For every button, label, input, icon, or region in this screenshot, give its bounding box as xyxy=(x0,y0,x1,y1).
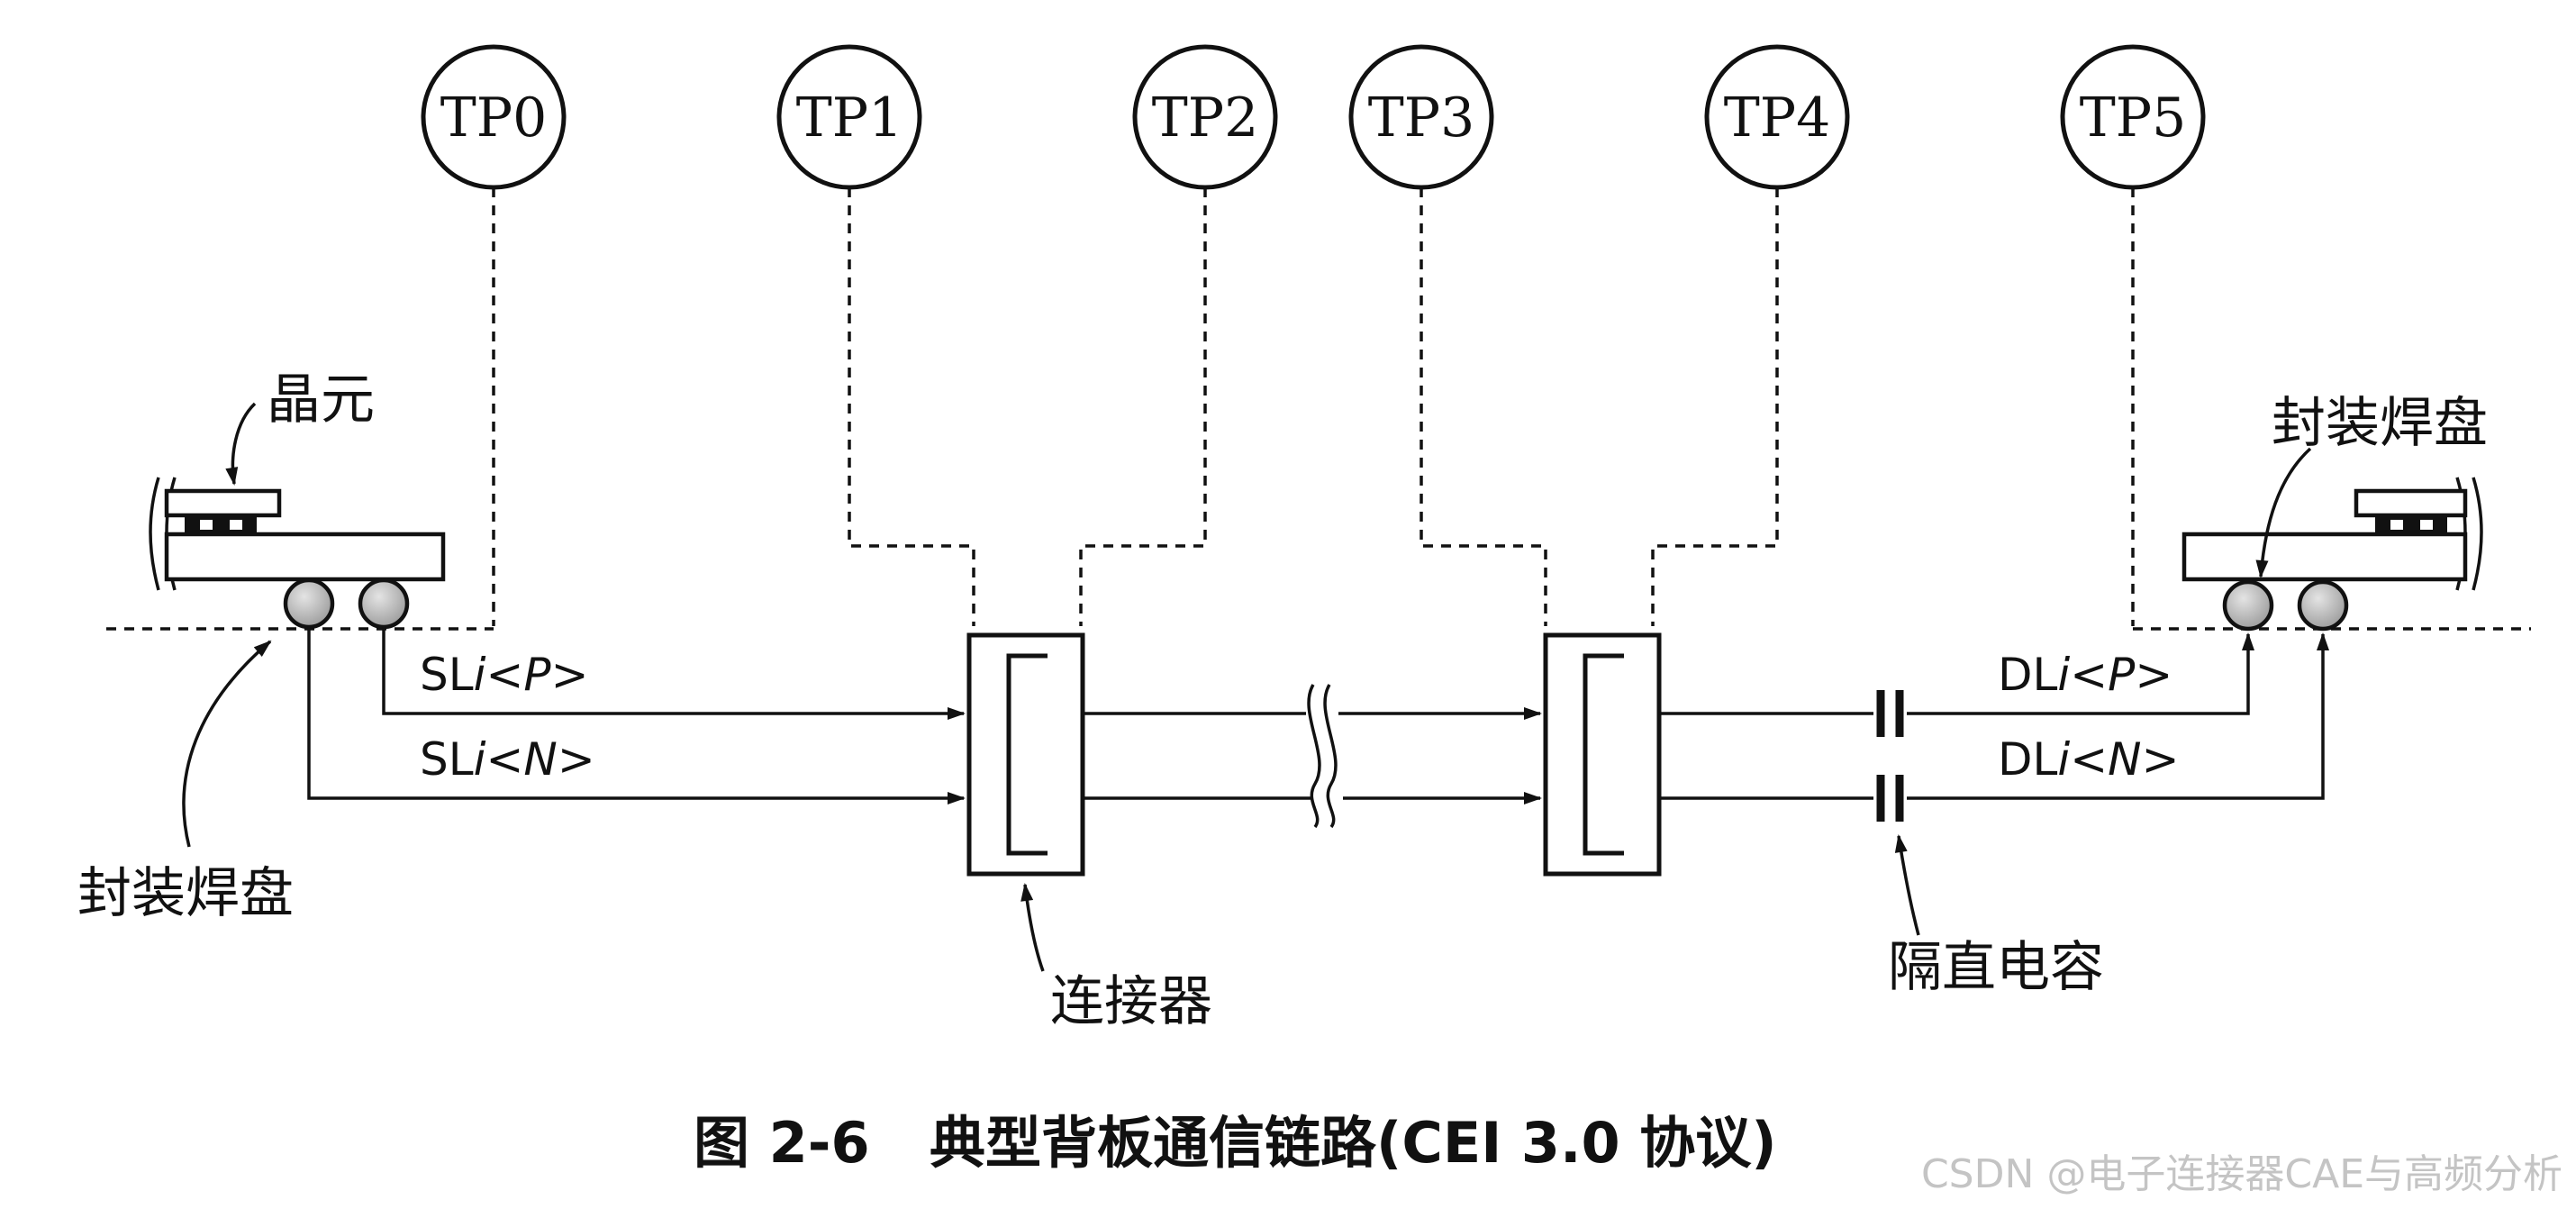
left-package-substrate xyxy=(164,532,446,582)
chip-leader xyxy=(225,402,257,486)
right-solder-ball-n xyxy=(2297,579,2349,632)
capacitor-leader xyxy=(1894,834,1920,936)
right-pad-label: 封装焊盘 xyxy=(2272,392,2488,455)
tp4-probe-line xyxy=(1651,187,1779,626)
test-point-tp3: TP3 xyxy=(1348,44,1494,190)
test-point-tp4: TP4 xyxy=(1704,44,1850,190)
tp2-probe-line xyxy=(1079,187,1207,626)
test-point-tp2: TP2 xyxy=(1132,44,1278,190)
test-point-tp1: TP1 xyxy=(776,44,922,190)
right-solder-ball-p xyxy=(2222,579,2274,632)
watermark: CSDN @电子连接器CAE与高频分析 xyxy=(1921,1151,2562,1197)
sl-n-label: SLi<N> xyxy=(420,733,595,786)
connector-2 xyxy=(1543,632,1662,877)
left-chip-die xyxy=(164,488,282,518)
dl-p-label: DLi<P> xyxy=(1998,649,2172,701)
tp1-label: TP1 xyxy=(796,86,903,150)
left-solder-ball-n xyxy=(283,577,335,630)
tp3-label: TP3 xyxy=(1368,86,1475,150)
test-point-tp0: TP0 xyxy=(421,44,567,190)
connector-2-contact xyxy=(1583,653,1624,856)
right-package-substrate xyxy=(2181,532,2468,582)
right-chip-bumps xyxy=(2375,515,2447,534)
left-break-mark xyxy=(149,477,160,591)
right-package xyxy=(2181,477,2483,632)
right-pad-leader xyxy=(2255,447,2312,578)
left-pad-leader xyxy=(182,640,272,848)
signal-traces xyxy=(307,627,2329,804)
sl-n-trace xyxy=(307,627,966,804)
left-package xyxy=(149,477,446,630)
left-pad-label: 封装焊盘 xyxy=(77,862,294,925)
right-chip-die xyxy=(2354,488,2468,518)
tp2-label: TP2 xyxy=(1152,86,1259,150)
dl-p-trace xyxy=(1907,632,2254,715)
chip-label: 晶元 xyxy=(267,368,375,432)
sl-p-trace xyxy=(382,627,966,720)
dl-n-label: DLi<N> xyxy=(1998,733,2179,786)
connector-1-contact xyxy=(1006,653,1048,856)
tp5-label: TP5 xyxy=(2080,86,2187,150)
tp1-probe-line xyxy=(848,187,975,626)
tp3-probe-line xyxy=(1420,187,1547,626)
connector-1 xyxy=(966,632,1085,877)
capacitor-label: 隔直电容 xyxy=(1888,936,2104,999)
connector-label: 连接器 xyxy=(1050,970,1212,1033)
left-chip-bumps xyxy=(185,515,257,534)
tp0-label: TP0 xyxy=(440,86,548,150)
figure-number: 图 2-6 xyxy=(694,1110,870,1176)
figure-title: 典型背板通信链路(CEI 3.0 协议) xyxy=(930,1110,1777,1176)
test-point-tp5: TP5 xyxy=(2060,44,2206,190)
dc-blocking-capacitors xyxy=(1876,690,1904,822)
connector-leader xyxy=(1020,883,1045,972)
sl-p-label: SLi<P> xyxy=(420,649,588,701)
backplane-break-mark xyxy=(1307,684,1338,829)
left-solder-ball-p xyxy=(358,577,410,630)
tp4-label: TP4 xyxy=(1724,86,1831,150)
probe-lines xyxy=(492,187,2135,626)
callout-leaders xyxy=(182,402,2312,972)
dl-n-trace xyxy=(1907,632,2329,800)
